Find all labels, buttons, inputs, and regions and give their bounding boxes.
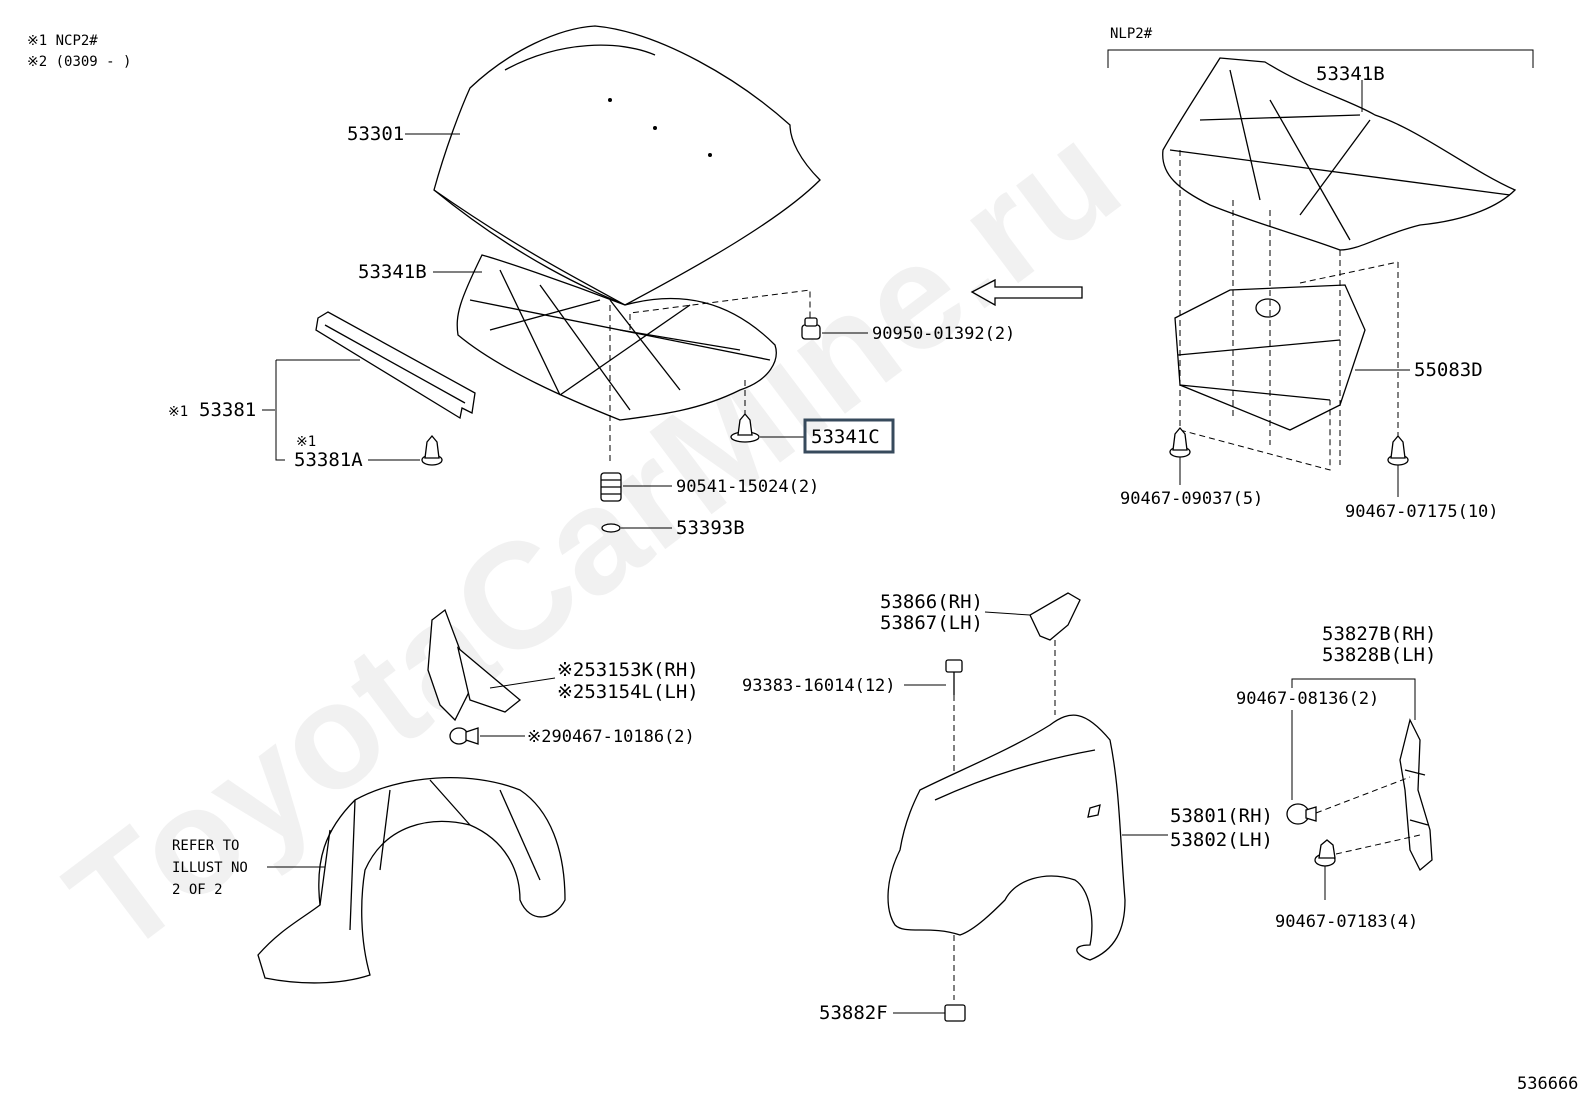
engine-undercover [1174,284,1366,431]
hood-panel [433,25,821,306]
label-clip-90467-10186: ※290467-10186(2) [527,727,695,747]
cushion-icon [600,472,622,502]
label-undercover-55083D: 55083D [1414,359,1483,381]
label-refer-line1: REFER TO [172,838,239,854]
hood-insulator-alt [1162,57,1517,251]
note-2: ※2 (0309 - ) [27,54,131,70]
label-refer-line3: 2 OF 2 [172,882,223,898]
seal-piece [1029,592,1081,641]
retainer-icon [944,1004,966,1022]
nut-icon [801,317,821,340]
label-hood-lock-support-prefix: ※1 [168,404,188,420]
label-group-nlp2: NLP2# [1110,26,1153,42]
clip-icon [1286,803,1317,825]
label-retainer-53882F: 53882F [819,1002,888,1024]
label-seal-rh: 53866(RH) [880,591,983,613]
arrow-left-icon [970,278,1083,307]
clip-icon [1387,434,1409,466]
label-refer-line2: ILLUST NO [172,860,248,876]
clip-icon [1169,426,1191,458]
hood-insulator [456,254,777,421]
label-fender-lh: 53802(LH) [1170,829,1273,851]
retainer-icon [730,412,760,443]
label-fender-rh: 53801(RH) [1170,805,1273,827]
label-nut-90950: 90950-01392(2) [872,324,1015,344]
label-hood-lock-support: 53381 [199,399,256,421]
ring-icon [601,523,621,533]
label-clip-90467-08136: 90467-08136(2) [1236,689,1379,709]
label-clip-53381A-prefix: ※1 [296,434,316,450]
label-cushion-90541: 90541-15024(2) [676,477,819,497]
label-bolt-93383: 93383-16014(12) [742,676,896,696]
note-1: ※1 NCP2# [27,33,98,49]
fender-liner [257,777,566,984]
label-cover-53828B: 53828B(LH) [1322,644,1436,666]
clip-icon [1314,839,1336,867]
front-fender [887,714,1126,961]
label-liner-53154L: ※253154L(LH) [557,681,699,703]
label-hood-insulator: 53341B [358,261,427,283]
label-ring-53393B: 53393B [676,517,745,539]
bolt-icon [945,659,963,695]
drawing-number: 536666 [1517,1074,1578,1094]
clip-icon [421,434,443,466]
label-cover-53827B: 53827B(RH) [1322,623,1436,645]
fender-liner-bracket [427,608,522,722]
highlight-box [803,418,895,454]
hood-lock-support [315,311,476,420]
label-clip-90467-09037: 90467-09037(5) [1120,489,1263,509]
label-clip-53381A: 53381A [294,449,363,471]
label-hood: 53301 [347,123,404,145]
label-clip-90467-07183: 90467-07183(4) [1275,912,1418,932]
label-hood-insulator-alt: 53341B [1316,63,1385,85]
label-liner-53153K: ※253153K(RH) [557,659,699,681]
clip-icon [449,727,479,745]
label-clip-90467-07175: 90467-07175(10) [1345,502,1499,522]
label-insulator-retainer: 53341C [811,426,880,448]
label-seal-lh: 53867(LH) [880,612,983,634]
fender-cover [1399,718,1433,872]
